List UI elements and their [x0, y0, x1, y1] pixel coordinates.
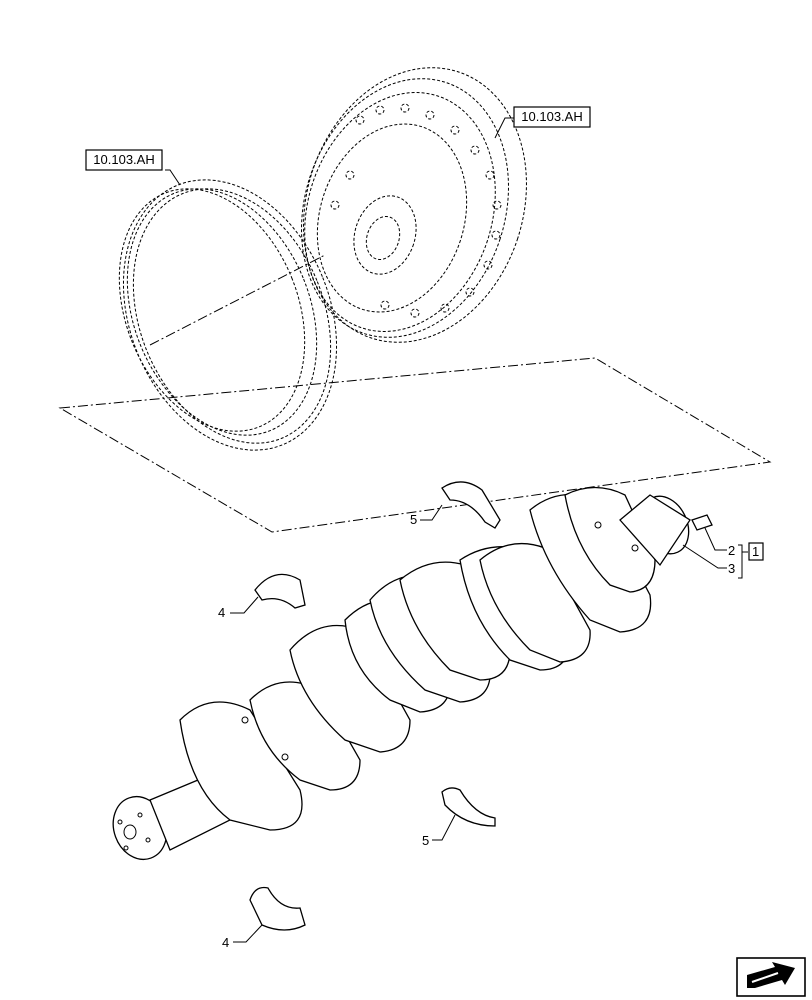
next-page-arrow-icon[interactable]	[736, 957, 806, 997]
callout-shell-bottom: 5	[422, 833, 429, 848]
leader-pin	[704, 527, 727, 551]
callout-gear: 3	[728, 561, 735, 576]
axis-line	[58, 254, 772, 533]
main-bearing-bottom	[249, 886, 306, 931]
leader-flywheel	[494, 117, 514, 139]
leader-gear	[682, 544, 727, 569]
thrust-shell-top	[441, 481, 501, 529]
leader-ring	[165, 169, 181, 186]
main-bearing-top	[254, 573, 306, 609]
callout-kit: 1	[748, 542, 764, 561]
callout-shell-top: 5	[410, 512, 417, 527]
callout-pin: 2	[728, 543, 735, 558]
kit-bracket	[738, 544, 748, 579]
flywheel-outline	[301, 67, 527, 343]
flywheel-reference[interactable]: 10.103.AH	[513, 106, 591, 128]
leader-bearing-bottom	[233, 924, 263, 943]
ring-gear-reference-label: 10.103.AH	[93, 152, 154, 167]
callout-bearing-bottom: 4	[222, 935, 229, 950]
leader-bearing-top	[230, 596, 259, 614]
ring-gear-reference[interactable]: 10.103.AH	[85, 149, 163, 171]
ring-gear-outline	[118, 179, 338, 451]
leader-shell-top	[420, 504, 443, 521]
callout-bearing-top: 4	[218, 605, 225, 620]
crankshaft	[112, 486, 691, 861]
leader-shell-bottom	[432, 814, 456, 841]
dowel-pin	[691, 514, 713, 531]
callout-kit-label: 1	[752, 544, 759, 559]
thrust-shell-bottom	[441, 787, 496, 827]
flywheel-reference-label: 10.103.AH	[521, 109, 582, 124]
